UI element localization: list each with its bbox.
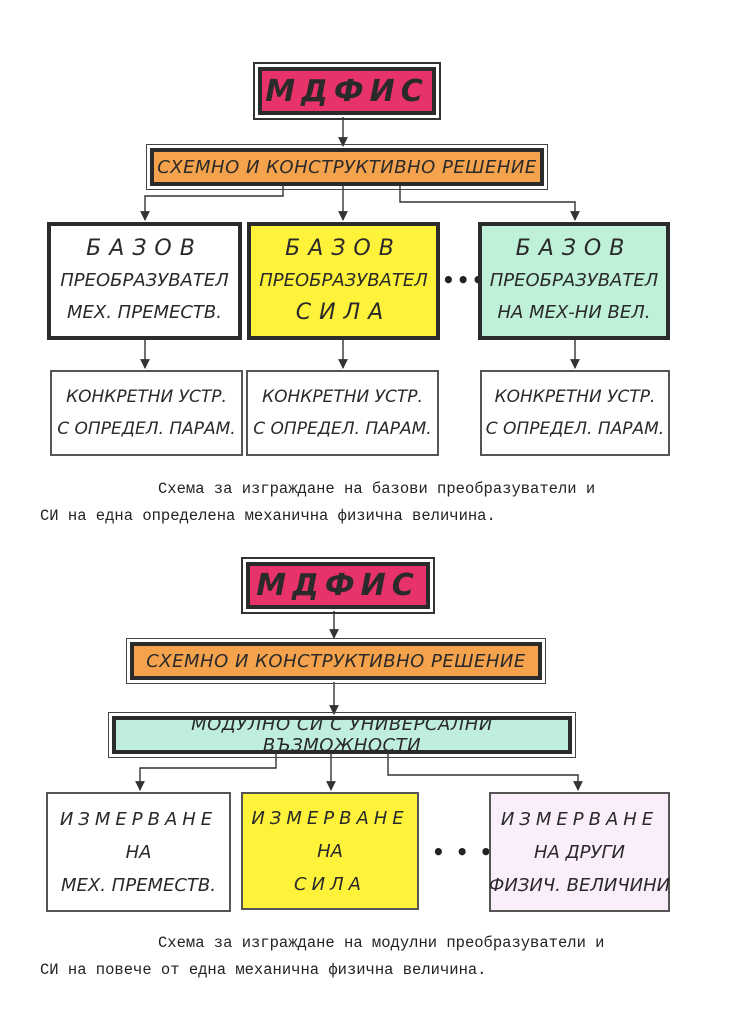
base-box-mech-displacement: БАЗОВ ПРЕОБРАЗУВАТЕЛ МЕХ. ПРЕМЕСТВ. (47, 222, 242, 340)
measure-box-force: ИЗМЕРВАНЕ НА СИЛА (241, 792, 419, 910)
ellipsis-2: • • • (432, 840, 495, 864)
concrete-box-1-line-2: С ОПРЕДЕЛ. ПАРАМ. (57, 419, 236, 439)
base-box-3-line-1: БАЗОВ (515, 236, 633, 261)
measure-box-2-line-3: СИЛА (294, 873, 366, 895)
measure-box-1-line-3: МЕХ. ПРЕМЕСТВ. (61, 874, 216, 896)
measure-box-1-line-2: НА (125, 841, 152, 863)
measure-box-2-line-1: ИЗМЕРВАНЕ (251, 807, 409, 829)
ellipsis-1: ••• (442, 268, 487, 292)
concrete-box-3: КОНКРЕТНИ УСТР. С ОПРЕДЕЛ. ПАРАМ. (480, 370, 670, 456)
measure-box-3-line-1: ИЗМЕРВАНЕ (500, 808, 659, 830)
base-box-other-mech: БАЗОВ ПРЕОБРАЗУВАТЕЛ НА МЕХ-НИ ВЕЛ. (478, 222, 670, 340)
concrete-box-2: КОНКРЕТНИ УСТР. С ОПРЕДЕЛ. ПАРАМ. (246, 370, 439, 456)
base-box-2-line-1: БАЗОВ (285, 236, 402, 261)
arrow-module-to-measure-1 (135, 754, 277, 791)
concrete-box-2-line-2: С ОПРЕДЕЛ. ПАРАМ. (253, 419, 432, 439)
caption-2: Схема за изграждане на модулни преобразу… (40, 930, 710, 984)
base-box-1-line-3: МЕХ. ПРЕМЕСТВ. (67, 302, 222, 323)
concrete-box-3-line-2: С ОПРЕДЕЛ. ПАРАМ. (485, 419, 665, 439)
base-box-3-line-3: НА МЕХ-НИ ВЕЛ. (497, 302, 651, 323)
base-box-force: БАЗОВ ПРЕОБРАЗУВАТЕЛ СИЛА (247, 222, 440, 340)
base-box-1-line-1: БАЗОВ (86, 236, 203, 261)
concrete-box-1-line-1: КОНКРЕТНИ УСТР. (66, 387, 227, 407)
measure-box-1-line-1: ИЗМЕРВАНЕ (59, 808, 218, 830)
arrow-solution-to-base-3 (399, 186, 580, 221)
measure-box-2-line-2: НА (317, 840, 343, 862)
caption-1-line-2: СИ на една определена механична физична … (40, 507, 496, 525)
base-box-3-line-2: ПРЕОБРАЗУВАТЕЛ (489, 270, 659, 291)
measure-box-3-line-2: НА ДРУГИ (534, 841, 625, 863)
module-box: МОДУЛНО СИ С УНИВЕРСАЛНИ ВЪЗМОЖНОСТИ (108, 712, 576, 758)
caption-1-line-1: Схема за изграждане на базови преобразув… (158, 480, 596, 498)
caption-2-line-1: Схема за изграждане на модулни преобразу… (158, 934, 605, 952)
measure-box-3-line-3: ФИЗИЧ. ВЕЛИЧИНИ (488, 874, 671, 896)
solution-box-1: СХЕМНО И КОНСТРУКТИВНО РЕШЕНИЕ (146, 144, 548, 190)
measure-box-mech-displacement: ИЗМЕРВАНЕ НА МЕХ. ПРЕМЕСТВ. (46, 792, 231, 912)
base-box-1-line-2: ПРЕОБРАЗУВАТЕЛ (60, 270, 229, 291)
solution-box-2: СХЕМНО И КОНСТРУКТИВНО РЕШЕНИЕ (126, 638, 546, 684)
concrete-box-1: КОНКРЕТНИ УСТР. С ОПРЕДЕЛ. ПАРАМ. (50, 370, 243, 456)
solution-text-2: СХЕМНО И КОНСТРУКТИВНО РЕШЕНИЕ (146, 650, 526, 672)
title-text-2: МДФИС (256, 568, 420, 603)
title-text-1: МДФИС (265, 73, 429, 109)
base-box-2-line-3: СИЛА (295, 300, 392, 325)
caption-2-line-2: СИ на повече от една механична физична в… (40, 961, 487, 979)
measure-box-other-physical: ИЗМЕРВАНЕ НА ДРУГИ ФИЗИЧ. ВЕЛИЧИНИ (489, 792, 670, 912)
solution-text-1: СХЕМНО И КОНСТРУКТИВНО РЕШЕНИЕ (157, 156, 537, 178)
module-text: МОДУЛНО СИ С УНИВЕРСАЛНИ ВЪЗМОЖНОСТИ (191, 714, 493, 756)
caption-1: Схема за изграждане на базови преобразув… (40, 476, 710, 530)
arrow-solution-to-base-1 (140, 186, 284, 221)
title-box-1: МДФИС (253, 62, 441, 120)
concrete-box-3-line-1: КОНКРЕТНИ УСТР. (494, 387, 656, 407)
base-box-2-line-2: ПРЕОБРАЗУВАТЕЛ (259, 270, 428, 291)
arrow-module-to-measure-3 (387, 754, 583, 791)
title-box-2: МДФИС (241, 557, 435, 614)
concrete-box-2-line-1: КОНКРЕТНИ УСТР. (262, 387, 423, 407)
